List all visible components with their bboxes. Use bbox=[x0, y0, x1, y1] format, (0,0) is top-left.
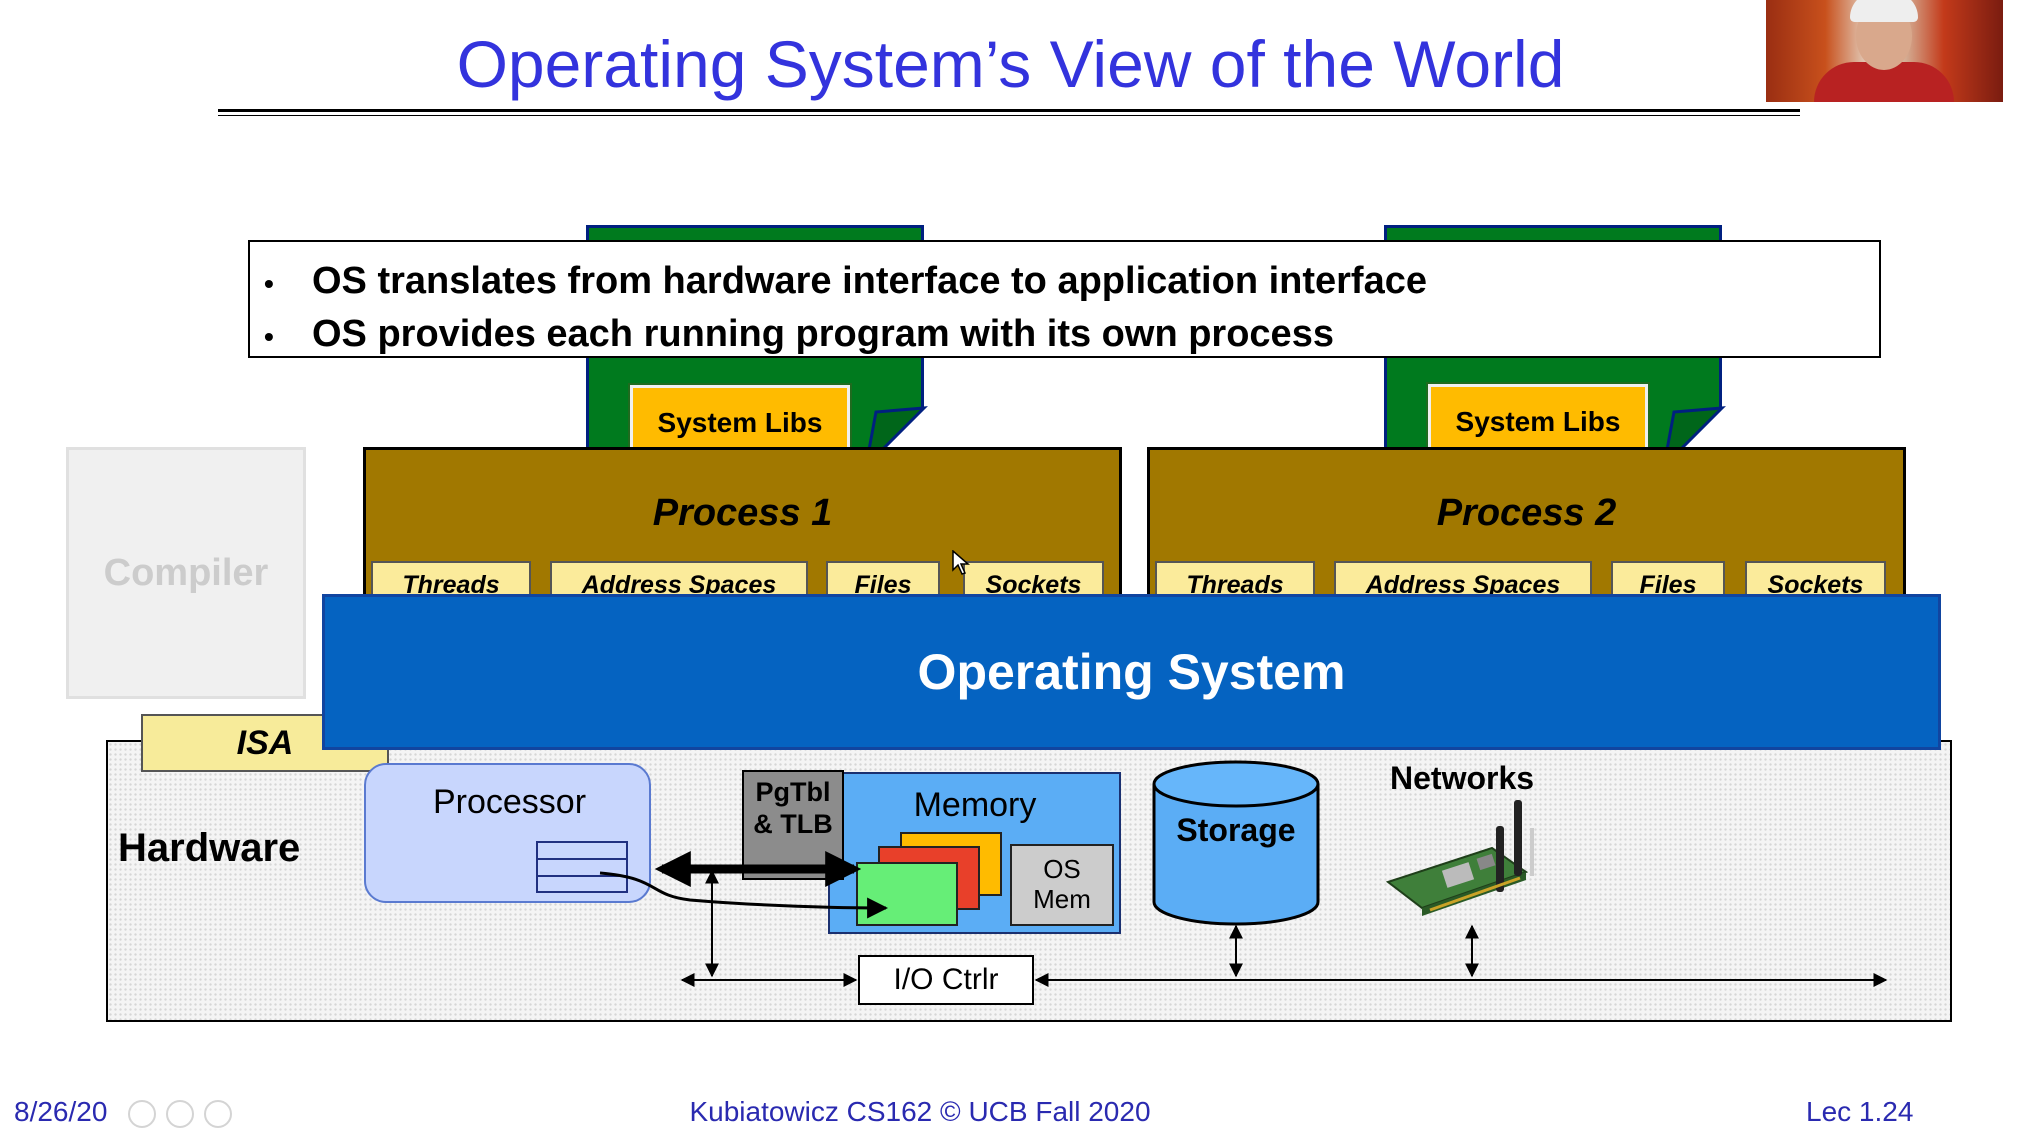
os-memory-line: Mem bbox=[1033, 884, 1091, 914]
footer-credit: Kubiatowicz CS162 © UCB Fall 2020 bbox=[689, 1096, 1151, 1127]
networks-label: Networks bbox=[1390, 760, 1535, 796]
process2-title: Process 2 bbox=[1436, 492, 1617, 534]
operating-system-bar: Operating System bbox=[322, 594, 1941, 750]
register-icon bbox=[536, 841, 628, 893]
bullet-text: OS provides each running program with it… bbox=[312, 313, 1334, 355]
copy-slide-icon[interactable] bbox=[128, 1100, 156, 1128]
footer-date: 8/26/20 bbox=[14, 1096, 108, 1127]
memory-box: Memory OS Mem bbox=[828, 772, 1121, 934]
bullet-item: • OS provides each running program with … bbox=[264, 309, 1879, 362]
os-memory-line: OS bbox=[1043, 854, 1081, 884]
network-card-icon bbox=[1385, 800, 1534, 916]
pgtbl-line: PgTbl bbox=[755, 777, 831, 807]
more-options-icon[interactable] bbox=[204, 1100, 232, 1128]
bullet-marker: • bbox=[264, 268, 274, 299]
pgtbl-tlb-box: PgTbl & TLB bbox=[742, 770, 844, 880]
mouse-cursor-icon bbox=[952, 550, 970, 575]
zoom-icon[interactable] bbox=[166, 1100, 194, 1128]
bullet-text: OS translates from hardware interface to… bbox=[312, 260, 1427, 302]
memory-label: Memory bbox=[913, 786, 1037, 824]
speaker-cap bbox=[1850, 0, 1918, 22]
hardware-label: Hardware bbox=[118, 826, 301, 870]
memory-page-icon bbox=[856, 862, 958, 926]
title-rule-thin bbox=[218, 115, 1800, 116]
processor-label: Processor bbox=[432, 783, 587, 821]
compiler-box: Compiler bbox=[66, 447, 306, 699]
process1-title: Process 1 bbox=[652, 492, 833, 534]
bullet-item: • OS translates from hardware interface … bbox=[264, 256, 1879, 309]
os-memory-box: OS Mem bbox=[1010, 844, 1114, 926]
slide-controls[interactable] bbox=[128, 1100, 232, 1128]
footer-lecture: Lec 1.24 bbox=[1806, 1096, 1914, 1127]
storage-label: Storage bbox=[1176, 812, 1296, 848]
io-controller-box: I/O Ctrlr bbox=[858, 955, 1034, 1005]
title-rule bbox=[218, 109, 1800, 112]
webcam-thumbnail bbox=[1766, 0, 2003, 102]
bullet-box: • OS translates from hardware interface … bbox=[248, 240, 1881, 358]
processor-box: Processor bbox=[364, 763, 651, 903]
bullet-marker: • bbox=[264, 321, 274, 352]
pgtbl-line: & TLB bbox=[753, 809, 833, 839]
storage-cylinder-icon bbox=[1152, 760, 1320, 926]
slide-title: Operating System’s View of the World bbox=[456, 27, 1565, 101]
